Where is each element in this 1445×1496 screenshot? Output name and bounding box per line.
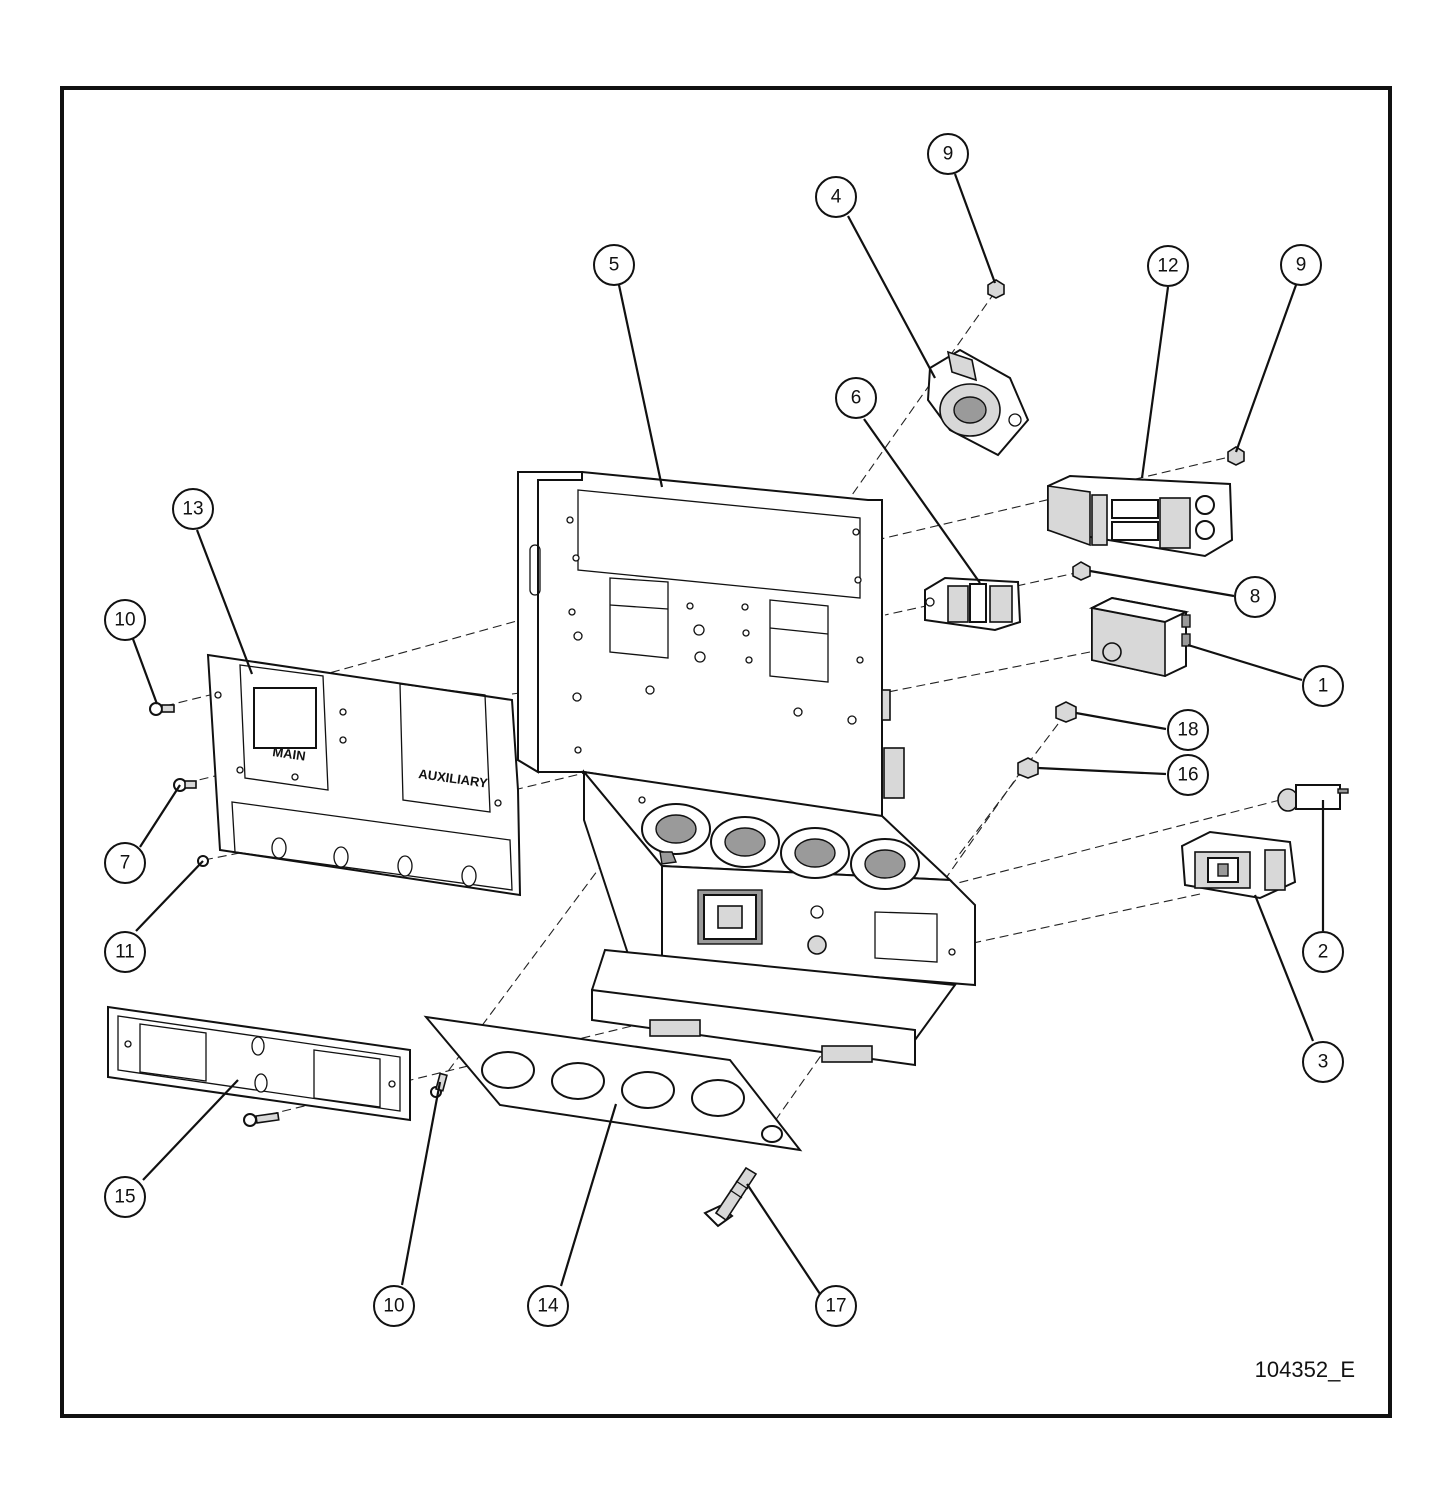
svg-text:18: 18 <box>1177 720 1198 741</box>
svg-text:9: 9 <box>943 144 954 165</box>
nut-16 <box>1017 757 1039 779</box>
callout-9-upper: 9 <box>927 133 969 175</box>
svg-text:5: 5 <box>609 255 620 276</box>
main-label: MAIN <box>272 744 307 763</box>
svg-text:17: 17 <box>825 1296 846 1317</box>
callout-11: 11 <box>104 931 146 973</box>
callout-4: 4 <box>815 176 857 218</box>
nut-9-upper <box>987 279 1005 299</box>
callout-13: 13 <box>172 488 214 530</box>
svg-text:4: 4 <box>831 187 842 208</box>
nut-8 <box>1072 561 1091 581</box>
svg-text:7: 7 <box>120 853 131 874</box>
callout-16: 16 <box>1167 754 1209 796</box>
callout-17: 17 <box>815 1285 857 1327</box>
svg-text:2: 2 <box>1318 942 1329 963</box>
breaker-part-12 <box>1047 474 1234 558</box>
svg-text:15: 15 <box>114 1187 135 1208</box>
svg-text:11: 11 <box>115 942 135 963</box>
svg-text:3: 3 <box>1318 1052 1329 1073</box>
callout-6: 6 <box>835 377 877 419</box>
callout-18: 18 <box>1167 709 1209 751</box>
screw-10-upper <box>149 702 175 716</box>
svg-text:8: 8 <box>1250 587 1261 608</box>
callouts: 1 2 3 4 5 6 7 8 9 9 10 10 11 12 13 14 15… <box>104 133 1344 1327</box>
callout-15: 15 <box>104 1176 146 1218</box>
receptacle-part-4 <box>926 348 1030 457</box>
screw-15 <box>243 1112 280 1127</box>
svg-text:14: 14 <box>537 1296 559 1317</box>
callout-8: 8 <box>1234 576 1276 618</box>
front-decal-part-13: MAIN AUXILIARY <box>206 653 522 897</box>
callout-3: 3 <box>1302 1041 1344 1083</box>
callout-14: 14 <box>527 1285 569 1327</box>
main-panel-part-5 <box>517 471 905 817</box>
svg-text:10: 10 <box>383 1296 404 1317</box>
contactor-part-6 <box>924 576 1022 632</box>
outlet-part-3 <box>1180 830 1297 900</box>
bolt-17 <box>703 1166 758 1228</box>
svg-text:13: 13 <box>182 499 203 520</box>
svg-text:9: 9 <box>1296 255 1307 276</box>
nut-9-right <box>1227 446 1245 466</box>
svg-text:12: 12 <box>1157 256 1178 277</box>
callout-12: 12 <box>1147 245 1189 287</box>
callout-9-right: 9 <box>1280 244 1322 286</box>
nut-18 <box>1055 701 1077 723</box>
lower-plate-part-15 <box>107 1005 411 1122</box>
hardware <box>149 279 1245 1228</box>
callout-1: 1 <box>1302 665 1344 707</box>
callout-5: 5 <box>593 244 635 286</box>
leader-lines <box>131 173 1325 1295</box>
svg-text:1: 1 <box>1318 676 1329 697</box>
module-part-1 <box>1088 596 1191 678</box>
callout-7: 7 <box>104 842 146 884</box>
lower-enclosure <box>581 769 976 1067</box>
callout-2: 2 <box>1302 931 1344 973</box>
svg-text:10: 10 <box>114 610 135 631</box>
callout-10-upper: 10 <box>104 599 146 641</box>
callout-10-lower: 10 <box>373 1285 415 1327</box>
svg-text:16: 16 <box>1177 765 1198 786</box>
drawing-frame <box>60 86 1392 1418</box>
gasket-part-14 <box>423 1015 803 1152</box>
switch-part-2 <box>1277 784 1349 812</box>
drawing-number: 104352_E <box>1255 1357 1355 1382</box>
svg-text:6: 6 <box>851 388 862 409</box>
